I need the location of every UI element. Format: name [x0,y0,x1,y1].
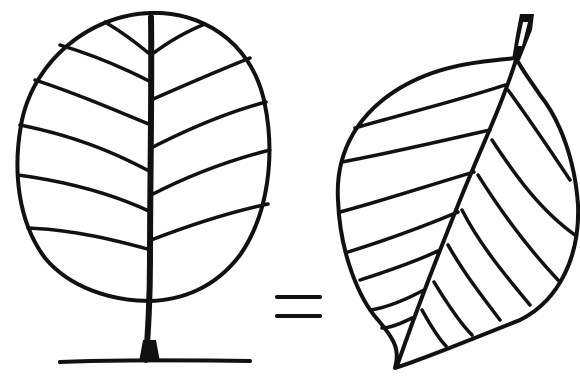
ground-line [60,360,250,362]
tree-figure [17,13,270,362]
leaf-figure [338,14,578,368]
tree-right-veins [151,24,270,240]
tree-trunk [146,17,151,360]
equals-sign [277,297,320,316]
tree-left-veins [18,22,151,250]
tree-crown-outline [17,13,269,301]
